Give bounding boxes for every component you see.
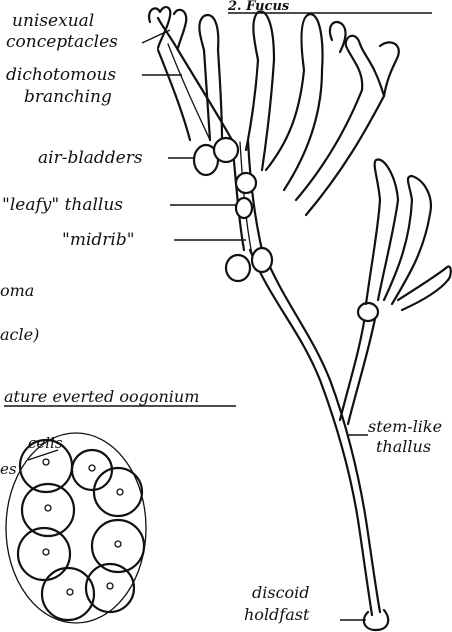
label-oogonium-heading: ature everted oogonium	[4, 387, 199, 406]
air-bladder	[214, 138, 238, 162]
air-bladder	[226, 255, 250, 281]
sec-tip-1	[375, 159, 398, 200]
oogonium-wall	[6, 433, 146, 623]
branch-center-b	[262, 60, 274, 170]
branch-midleft-b	[218, 50, 222, 140]
label-dichotomous: dichotomous	[6, 65, 116, 85]
label-thallus: thallus	[376, 437, 431, 456]
center-tip	[253, 11, 274, 60]
sec-branch-1a	[366, 200, 380, 304]
oogonium	[6, 433, 146, 623]
label-es-fragment: es	[0, 460, 17, 478]
left-conceptacle-tip	[149, 7, 170, 48]
label-holdfast: holdfast	[244, 605, 310, 624]
air-bladder	[252, 248, 272, 272]
right-tip-b	[346, 36, 384, 96]
air-bladder	[236, 198, 252, 218]
label-unisexual: unisexual	[12, 11, 94, 31]
leader-conceptacles	[142, 30, 170, 43]
label-tacle-fragment: acle)	[0, 325, 39, 344]
sec-branch-3a	[398, 268, 446, 300]
branch-right-c	[296, 90, 362, 200]
label-air-bladders: air-bladders	[38, 148, 143, 168]
midleft-tip	[199, 15, 218, 50]
right-tip-c	[380, 42, 399, 96]
label-stem-like: stem-like	[368, 417, 442, 436]
oosphere-cell	[92, 520, 144, 572]
secondary-branch	[340, 159, 451, 424]
label-leafy-thallus: "leafy" thallus	[2, 195, 123, 215]
cell-nuclei	[43, 459, 123, 595]
oosphere-cell	[94, 468, 142, 516]
thallus-right-edge	[248, 140, 262, 250]
main-stem	[250, 250, 372, 615]
right-tip-a	[302, 14, 323, 70]
label-branching: branching	[24, 87, 112, 107]
main-stem-edge	[262, 248, 380, 612]
left-conceptacle-tip-2	[174, 10, 186, 48]
label-discoid: discoid	[252, 583, 310, 602]
holdfast-disc	[364, 610, 388, 630]
sec-tip-3	[446, 267, 451, 280]
right-tip-d	[330, 22, 346, 52]
label-stroma-fragment: oma	[0, 281, 34, 300]
air-bladder	[358, 303, 378, 321]
label-cells-fragment: cells	[28, 434, 63, 452]
branch-center-a	[246, 60, 258, 150]
air-bladder	[236, 173, 256, 193]
sec-branch-3b	[402, 280, 448, 310]
label-midrib: "midrib"	[62, 230, 135, 250]
sec-branch-1b	[378, 200, 398, 300]
label-conceptacles: conceptacles	[6, 32, 118, 52]
